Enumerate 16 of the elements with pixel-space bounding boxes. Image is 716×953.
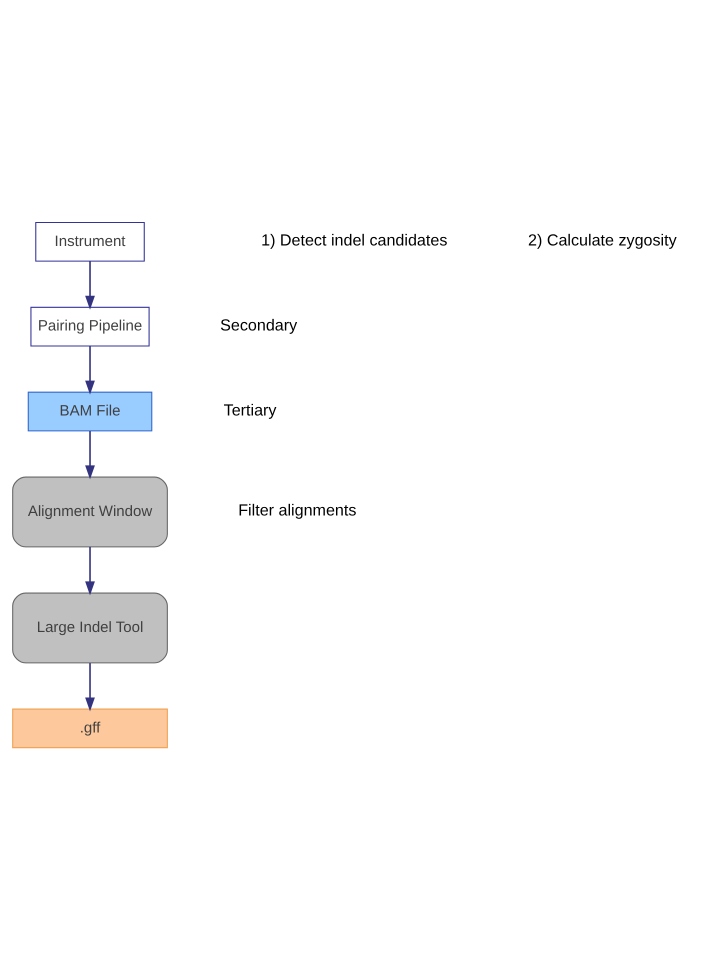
node-box: .gff (12, 708, 168, 748)
node-box: Instrument (35, 222, 145, 262)
node-box: Large Indel Tool (12, 592, 168, 664)
arrow (85, 546, 95, 596)
node-box: Pairing Pipeline (30, 306, 150, 347)
node-box: BAM File (28, 392, 152, 432)
node-box: Alignment Window (12, 476, 168, 548)
label: Filter alignments (238, 502, 356, 520)
label: Secondary (220, 316, 298, 334)
label: Tertiary (224, 401, 276, 420)
arrow (85, 346, 95, 395)
label: 2) Calculate zygosity (528, 232, 677, 250)
arrow (85, 431, 95, 480)
arrow (85, 663, 95, 712)
arrow (85, 261, 95, 310)
label: 1) Detect indel candidates (261, 232, 448, 250)
